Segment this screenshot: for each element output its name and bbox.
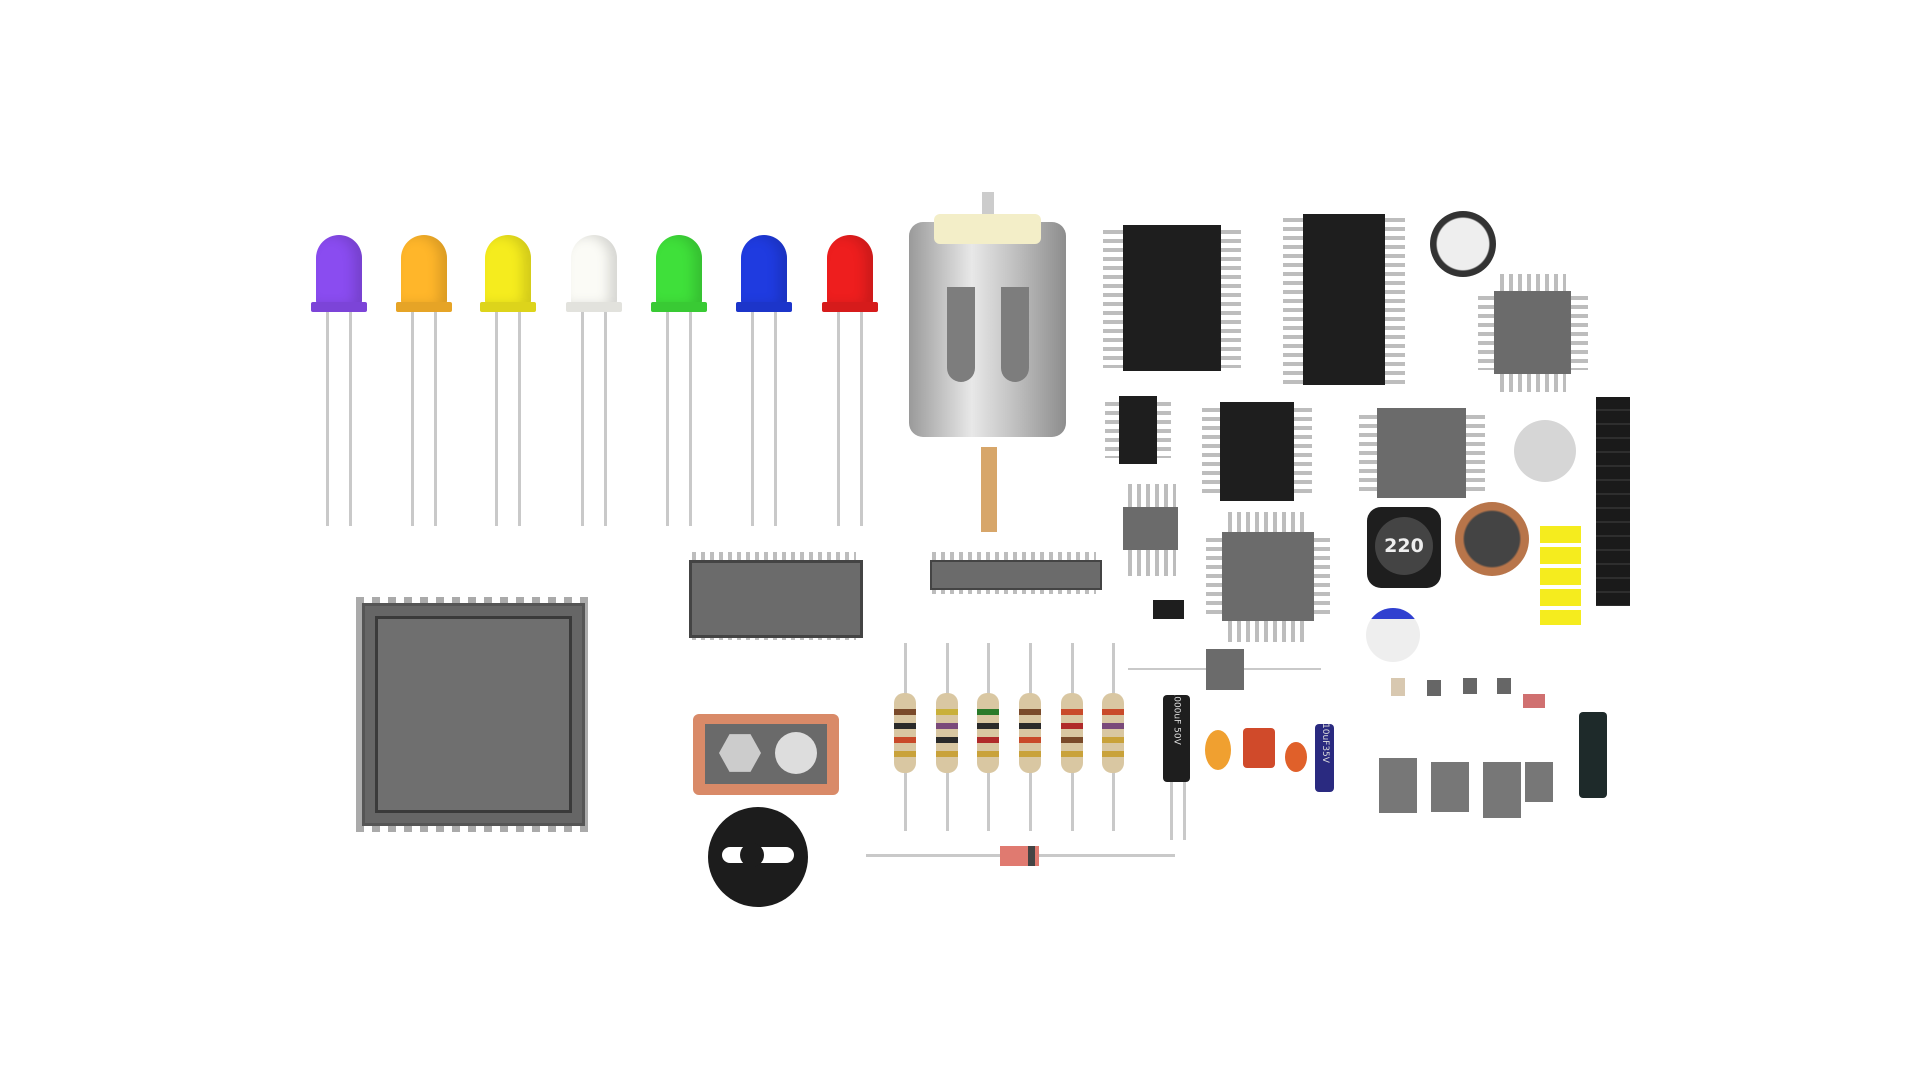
ic-square [1220,402,1294,501]
button-cell [1514,420,1576,482]
sot23 [1153,600,1184,619]
blue-capacitor-label: 10uF35V [1320,724,1330,763]
gray-ic [1377,408,1466,498]
coin-capacitor [1430,211,1496,277]
dip-chip [689,560,863,638]
buzzer [708,807,808,907]
yellow-header [1540,526,1581,625]
potentiometer [693,714,839,795]
sot223 [1123,507,1178,550]
small-ic [1119,396,1157,464]
soic-chip-2 [1303,214,1385,385]
qfn-chip [1222,532,1314,621]
transistor-group [1379,678,1609,868]
large-qfp-chip [356,597,591,832]
tantalum-capacitor [1205,730,1231,770]
inductor: 220 [1367,507,1441,588]
ceramic-disc [1366,608,1420,662]
qfp-chip-small [1494,291,1571,374]
film-capacitor [1243,728,1275,768]
dc-motor [909,192,1066,532]
toroid [1455,502,1529,576]
pin-header [1596,397,1630,606]
sip-chip [930,560,1102,590]
blue-capacitor: 10uF35V [1315,724,1334,792]
soic-chip-1 [1123,225,1221,371]
ceramic-capacitor [1285,742,1307,772]
axial-component [1206,649,1244,690]
capacitor-label: 1000uF 50V [1171,695,1182,745]
electrolytic-capacitor: 1000uF 50V [1163,695,1190,782]
diode [1000,846,1039,866]
inductor-label: 220 [1375,517,1433,575]
